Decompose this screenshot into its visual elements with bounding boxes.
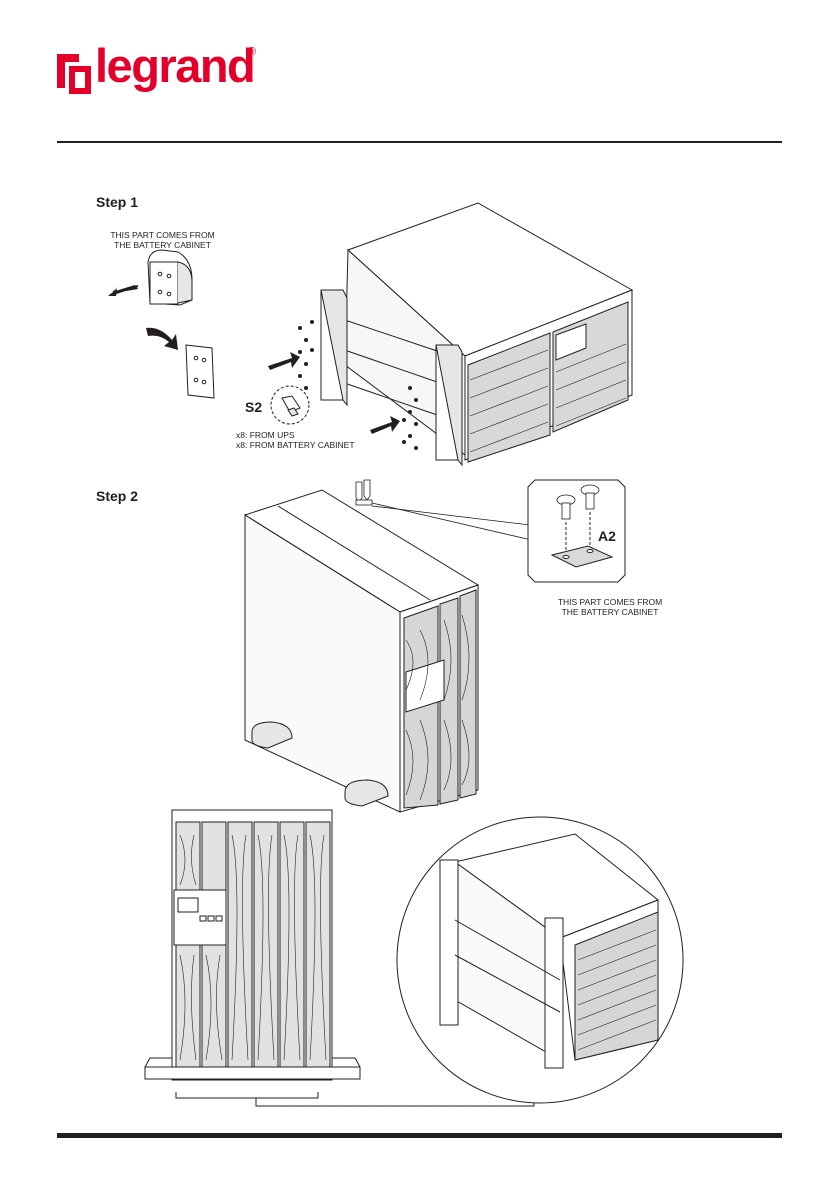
footer-rule [57, 1133, 782, 1138]
